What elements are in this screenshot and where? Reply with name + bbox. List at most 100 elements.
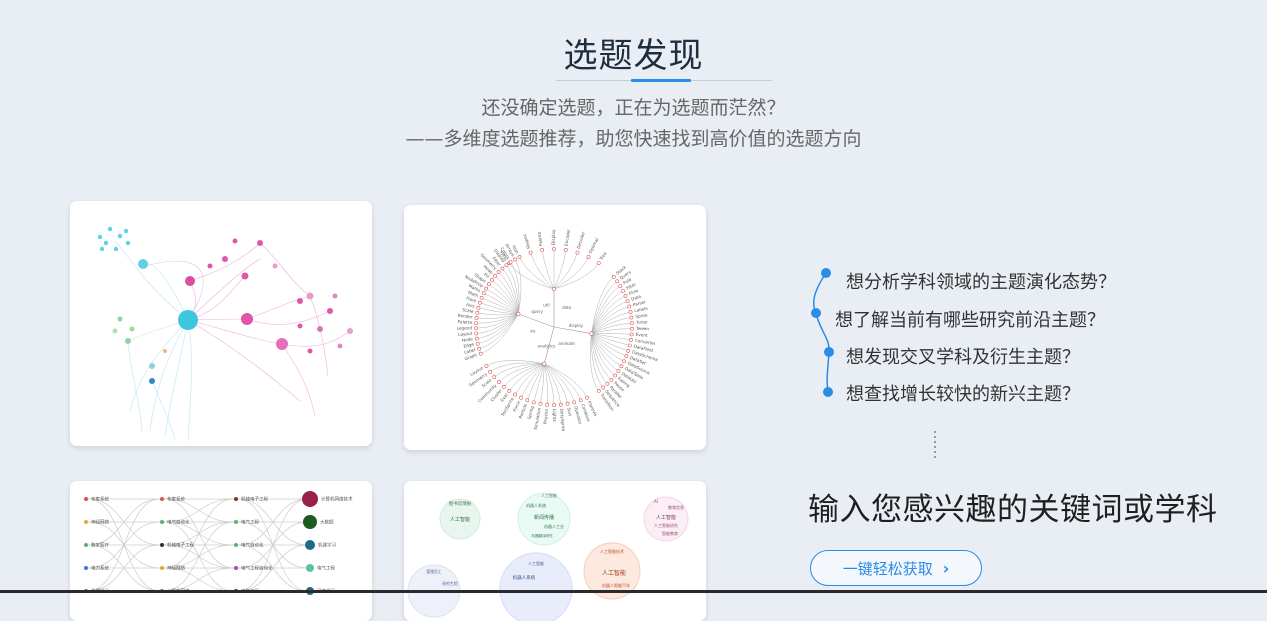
sankey-image: 专家系统神经网络数字医疗电力系统机器学习专家系统电气自动化机械电子工程神经网络计…	[84, 491, 353, 595]
tree-leaf-node	[477, 346, 481, 351]
sankey-link	[237, 498, 309, 592]
tree-leaf-label: Scale	[481, 377, 493, 388]
tree-branch	[591, 300, 628, 334]
sankey-link	[87, 498, 161, 546]
tree-branch	[480, 313, 519, 354]
tree-branch	[591, 333, 629, 352]
tree-leaf-node	[540, 248, 545, 252]
tree-branch	[476, 313, 519, 334]
tree-branch	[494, 363, 545, 378]
tree-leaf-label: Layout	[469, 365, 484, 377]
tree-leaf-label: Particle	[518, 403, 528, 420]
tree-leaf-node	[623, 294, 628, 298]
bubble-label: 教育信息	[668, 504, 684, 510]
bubble-cluster-card[interactable]: 图书馆情报 人工智能 人工智能 机器人系统 新闻传播 机器人工业 机器翻译研究 …	[404, 481, 706, 621]
tree-leaf-label: Render	[458, 313, 474, 320]
tree-leaf-node	[613, 373, 617, 378]
tree-hub-node	[551, 286, 557, 292]
tree-leaf-node	[474, 316, 479, 320]
tree-leaf-node	[519, 395, 523, 400]
tree-branch	[514, 259, 522, 315]
tree-leaf-label: Event	[635, 332, 648, 338]
tree-leaf-label: Sprite	[635, 313, 648, 320]
get-topics-button[interactable]: 一键轻松获取 ›	[810, 550, 982, 586]
tree-leaf-label: Parser	[632, 299, 646, 307]
tree-branch	[509, 363, 545, 392]
bubble-label: 图书馆情报	[449, 500, 472, 507]
question-item[interactable]: 想了解当前有哪些研究前沿主题？	[835, 310, 1105, 331]
tree-leaf-label: Display	[551, 229, 556, 245]
tree-leaf-node	[513, 392, 517, 397]
sankey-link	[87, 498, 161, 592]
tree-leaf-label: Simulation	[533, 407, 542, 430]
tree-branch	[591, 333, 612, 380]
tree-branch	[591, 322, 632, 334]
timeline-dot	[811, 308, 821, 318]
tree-branch	[590, 333, 599, 392]
tree-leaf-node	[528, 250, 533, 255]
tree-branch	[476, 313, 519, 319]
tree-leaf-label: Query	[619, 269, 633, 281]
vertical-dots-divider	[934, 431, 936, 459]
question-item[interactable]: 想发现交叉学科及衍生主题？	[846, 347, 1080, 368]
tree-leaf-label: FlareVis	[587, 400, 598, 417]
tree-leaf-node	[474, 331, 479, 336]
sankey-node	[84, 497, 88, 501]
tree-branch	[533, 363, 545, 403]
sankey-node	[234, 497, 238, 501]
tree-leaf-node	[586, 255, 591, 259]
bubble-label: 机器翻译研究	[532, 533, 553, 538]
sankey-node	[160, 543, 164, 547]
question-item[interactable]: 想分析学科领域的主题演化态势？	[846, 272, 1116, 293]
tree-hub-label: vis	[530, 329, 536, 334]
tree-leaf-node	[513, 257, 517, 262]
tree-leaf-label: Filter	[491, 256, 502, 267]
tree-leaf-node	[486, 282, 491, 287]
sankey-link	[87, 544, 161, 592]
tree-branch	[503, 363, 545, 387]
tree-branch	[483, 292, 519, 315]
tree-hub-label: data	[562, 305, 572, 310]
tree-leaf-label: DataField	[633, 344, 654, 354]
sankey-label: 大数据	[320, 519, 334, 526]
tree-branch	[553, 326, 592, 334]
tree-leaf-label: Fold	[622, 277, 632, 286]
tree-leaf-label: Shape	[473, 272, 487, 284]
tree-leaf-label: Scale	[462, 307, 474, 314]
sankey-link	[237, 544, 309, 592]
network-graph-image	[97, 226, 353, 442]
tree-leaf-label: Legend	[457, 325, 473, 330]
sankey-link	[163, 498, 235, 523]
tree-leaf-node	[476, 305, 481, 310]
sankey-label: 电气自动化	[241, 542, 264, 549]
tree-branch	[489, 362, 545, 372]
sankey-link	[163, 498, 235, 569]
tree-leaf-node	[578, 398, 583, 403]
sankey-label: 电力系统	[91, 565, 109, 572]
sankey-label: 计算机网络技术	[321, 496, 353, 503]
tree-leaf-label: Heap	[482, 264, 494, 275]
tree-leaf-node	[615, 279, 620, 284]
tree-branch	[478, 307, 519, 315]
tree-branch	[553, 252, 578, 290]
sankey-card[interactable]: 专家系统神经网络数字医疗电力系统机器学习专家系统电气自动化机械电子工程神经网络计…	[70, 481, 372, 621]
tree-leaf-node	[611, 274, 616, 279]
question-item[interactable]: 想查找增长较快的新兴主题？	[846, 384, 1080, 405]
tree-leaf-label: Combine	[580, 403, 591, 423]
tree-leaf-label: Labels	[634, 306, 648, 313]
tree-leaf-label: Filter	[625, 281, 637, 290]
tree-branch	[530, 252, 555, 290]
tree-leaf-label: Colors	[499, 246, 510, 260]
tree-leaf-node	[474, 326, 478, 331]
tree-branch	[591, 333, 604, 388]
tree-leaf-node	[478, 351, 483, 356]
tree-leaf-node	[563, 248, 568, 252]
tree-hub-label: util	[543, 302, 549, 307]
tree-leaf-node	[616, 369, 621, 373]
tree-branch	[510, 262, 520, 315]
tree-leaf-label: Utils	[511, 244, 520, 254]
bubble-label: 管理员工	[426, 569, 441, 574]
network-graph-card[interactable]	[70, 201, 372, 446]
